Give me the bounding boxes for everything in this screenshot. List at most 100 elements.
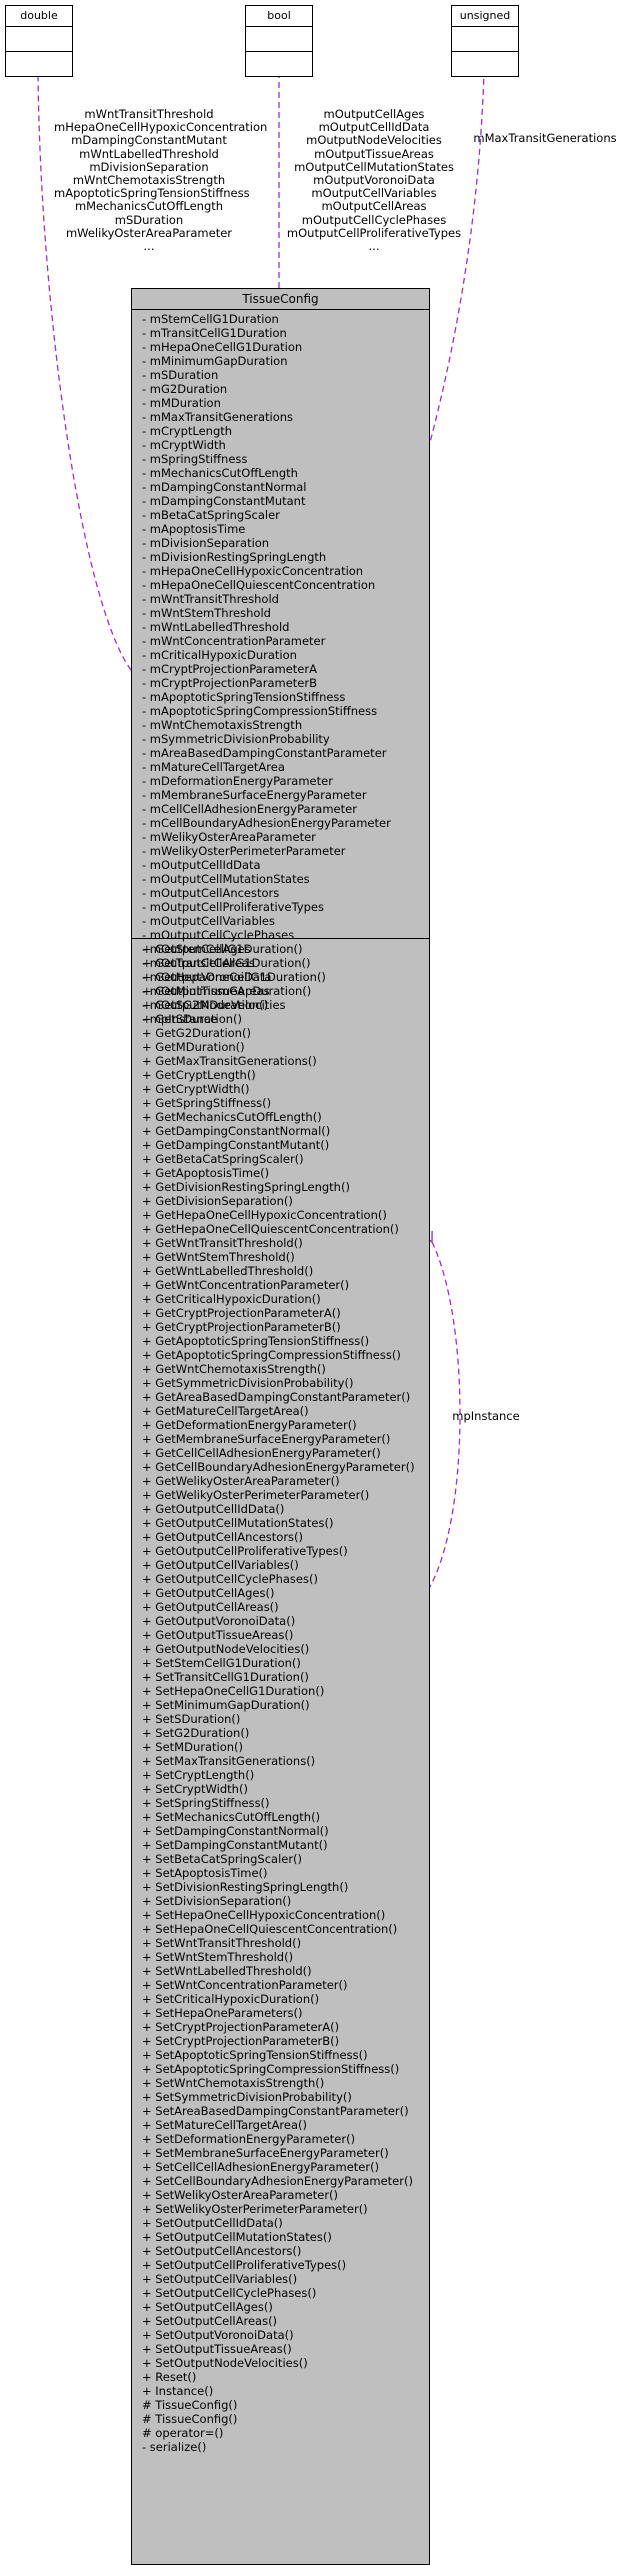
class-method: + GetHepaOneCellG1Duration() [142,970,326,984]
class-attribute: - mSpringStiffness [142,452,248,466]
class-method: + GetSG2MDuration() [142,998,269,1012]
class-method: + SetAreaBasedDampingConstantParameter() [142,2104,409,2118]
class-method: + SetWntTransitThreshold() [142,1936,302,1950]
class-method: + GetCellBoundaryAdhesionEnergyParameter… [142,1460,415,1474]
class-method: + SetDampingConstantNormal() [142,1824,329,1838]
class-attribute: - mDeformationEnergyParameter [142,774,333,788]
class-attribute: - mWntConcentrationParameter [142,634,326,648]
class-attribute: - mDampingConstantNormal [142,480,307,494]
class-attribute: - mWntTransitThreshold [142,592,279,606]
class-method: + GetMembraneSurfaceEnergyParameter() [142,1432,391,1446]
class-method: + GetTransitCellG1Duration() [142,956,311,970]
class-method: + GetOutputCellAncestors() [142,1530,304,1544]
class-attribute: - mOutputVoronoiData [142,970,272,984]
class-method: + SetWntConcentrationParameter() [142,1978,348,1992]
class-method: + GetWntTransitThreshold() [142,1236,303,1250]
class-method: + GetApoptoticSpringCompressionStiffness… [142,1348,401,1362]
bool-edge-label-line: mOutputCellIdData [318,120,430,135]
class-method: + SetOutputVoronoiData() [142,2328,294,2342]
class-method: + GetWntLabelledThreshold() [142,1264,314,1278]
bool-type-divider [246,27,312,52]
class-method: + GetCryptWidth() [142,1082,250,1096]
class-method: + SetApoptoticSpringCompressionStiffness… [142,2062,400,2076]
class-method: + GetHepaOneCellHypoxicConcentration() [142,1208,387,1222]
class-attribute: - mpInstance [142,1012,218,1026]
class-method: + GetOutputCellMutationStates() [142,1516,334,1530]
double-association-arrow [38,72,132,671]
class-method: + GetDampingConstantMutant() [142,1138,330,1152]
class-method: + GetWelikyOsterAreaParameter() [142,1474,340,1488]
class-method: + SetOutputCellAncestors() [142,2244,302,2258]
class-attribute: - mWelikyOsterAreaParameter [142,830,316,844]
class-method: + GetOutputNodeVelocities() [142,1642,310,1656]
class-method: + Instance() [142,2384,214,2398]
bool-edge-label-line: mOutputCellMutationStates [294,159,454,174]
class-method: + GetWelikyOsterPerimeterParameter() [142,1488,370,1502]
class-method: + GetWntChemotaxisStrength() [142,1362,326,1376]
class-method: + GetCellCellAdhesionEnergyParameter() [142,1446,381,1460]
class-method: + SetOutputCellVariables() [142,2272,298,2286]
class-method: + GetCryptProjectionParameterB() [142,1320,341,1334]
class-method: # TissueConfig() [142,2412,238,2426]
class-method: + SetOutputCellProliferativeTypes() [142,2258,347,2272]
bool-edge-label-line: mOutputVoronoiData [313,172,435,187]
class-attribute: - mCryptWidth [142,438,226,452]
class-method: + GetMDuration() [142,1040,245,1054]
class-method: + GetDivisionRestingSpringLength() [142,1180,350,1194]
double-edge-label-line: mWntLabelledThreshold [79,146,219,161]
class-method: + GetMaxTransitGenerations() [142,1054,317,1068]
class-method: + SetCriticalHypoxicDuration() [142,1992,320,2006]
class-method: + SetCryptWidth() [142,1782,248,1796]
class-method: + SetDivisionSeparation() [142,1894,292,1908]
class-attribute: - mOutputCellIdData [142,858,261,872]
unsigned-type-box: unsigned [451,5,519,77]
class-method: + GetOutputCellCyclePhases() [142,1572,318,1586]
class-method: + GetSymmetricDivisionProbability() [142,1376,354,1390]
class-attribute: - mCellBoundaryAdhesionEnergyParameter [142,816,391,830]
tissue-config-class-box: TissueConfig - mStemCellG1Duration- mTra… [131,288,430,2565]
class-method: + GetBetaCatSpringScaler() [142,1152,304,1166]
class-attribute: - mMechanicsCutOffLength [142,466,298,480]
class-attribute: - mApoptoticSpringCompressionStiffness [142,704,378,718]
class-method: + SetCryptProjectionParameterA() [142,2020,340,2034]
class-attribute: - mApoptoticSpringTensionStiffness [142,690,346,704]
unsigned-type-divider [452,27,518,52]
self-association-arrow [428,1242,461,1591]
class-method: + SetWelikyOsterPerimeterParameter() [142,2202,368,2216]
class-method: + SetOutputCellIdData() [142,2216,283,2230]
class-method: + SetWntLabelledThreshold() [142,1964,312,1978]
class-attribute: - mCryptProjectionParameterB [142,676,317,690]
class-method: + SetWelikyOsterAreaParameter() [142,2188,339,2202]
class-attribute: - mApoptosisTime [142,522,246,536]
class-method: + GetOutputVoronoiData() [142,1614,296,1628]
class-attribute: - mHepaOneCellQuiescentConcentration [142,578,376,592]
unsigned-association-arrow [427,72,484,451]
class-method: + SetWntChemotaxisStrength() [142,2076,325,2090]
class-method: + SetOutputCellAges() [142,2300,273,2314]
class-attribute: - mTransitCellG1Duration [142,326,287,340]
class-attribute: - mWntChemotaxisStrength [142,718,303,732]
class-method: + SetHepaOneCellQuiescentConcentration() [142,1922,398,1936]
class-method: + SetWntStemThreshold() [142,1950,294,1964]
class-method: + GetHepaOneCellQuiescentConcentration() [142,1222,399,1236]
class-method: + GetMinimumGapDuration() [142,984,312,998]
class-attribute: - mCriticalHypoxicDuration [142,648,297,662]
class-method: + GetCriticalHypoxicDuration() [142,1292,321,1306]
class-attribute: - mOutputCellAncestors [142,886,280,900]
class-method: + GetMatureCellTargetArea() [142,1404,309,1418]
class-attribute: - mSymmetricDivisionProbability [142,732,330,746]
double-type-name: double [6,6,72,27]
class-attribute: - mBetaCatSpringScaler [142,508,280,522]
methods-section: + GetStemCellG1Duration()+ GetTransitCel… [132,939,429,2458]
class-attribute: - mMinimumGapDuration [142,354,288,368]
double-edge-label-line: mWelikyOsterAreaParameter [65,225,233,240]
self-edge-label: mpInstance [452,1409,520,1423]
class-attribute: - mMembraneSurfaceEnergyParameter [142,788,367,802]
class-method: + GetWntConcentrationParameter() [142,1278,350,1292]
class-method: + SetOutputNodeVelocities() [142,2356,308,2370]
class-attribute: - mHepaOneCellHypoxicConcentration [142,564,364,578]
bool-edge-label-line: mOutputCellVariables [311,186,437,201]
class-method: + SetCellCellAdhesionEnergyParameter() [142,2160,380,2174]
